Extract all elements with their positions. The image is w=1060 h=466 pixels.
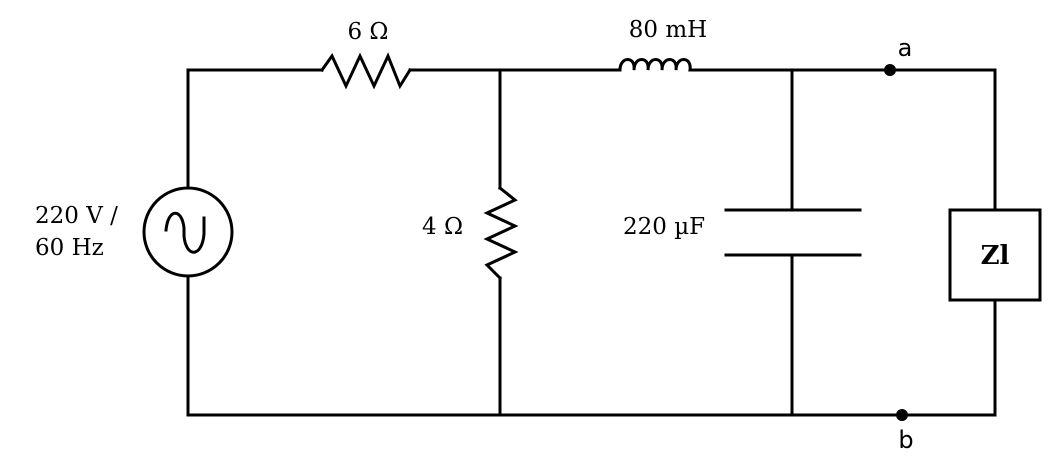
inductor-label: 80 mH — [629, 17, 707, 43]
inductor-80mh — [612, 58, 702, 72]
ac-voltage-source — [142, 186, 234, 278]
source-voltage-label: 220 V / — [35, 203, 118, 229]
terminal-b-dot — [896, 409, 908, 421]
capacitor-label: 220 µF — [623, 214, 705, 240]
shunt-resistor-label: 4 Ω — [422, 214, 463, 240]
source-frequency-label: 60 Hz — [35, 235, 104, 261]
terminal-b-label: b — [898, 426, 913, 454]
load-label: Zl — [981, 241, 1010, 271]
series-resistor-label: 6 Ω — [347, 19, 388, 45]
terminal-a-label: a — [898, 34, 913, 62]
sine-wave-icon — [164, 211, 206, 254]
terminal-a-dot — [884, 64, 896, 76]
ac-source-circle — [142, 186, 234, 278]
shunt-resistor-4ohm — [483, 185, 519, 281]
series-resistor-6ohm — [319, 52, 413, 90]
